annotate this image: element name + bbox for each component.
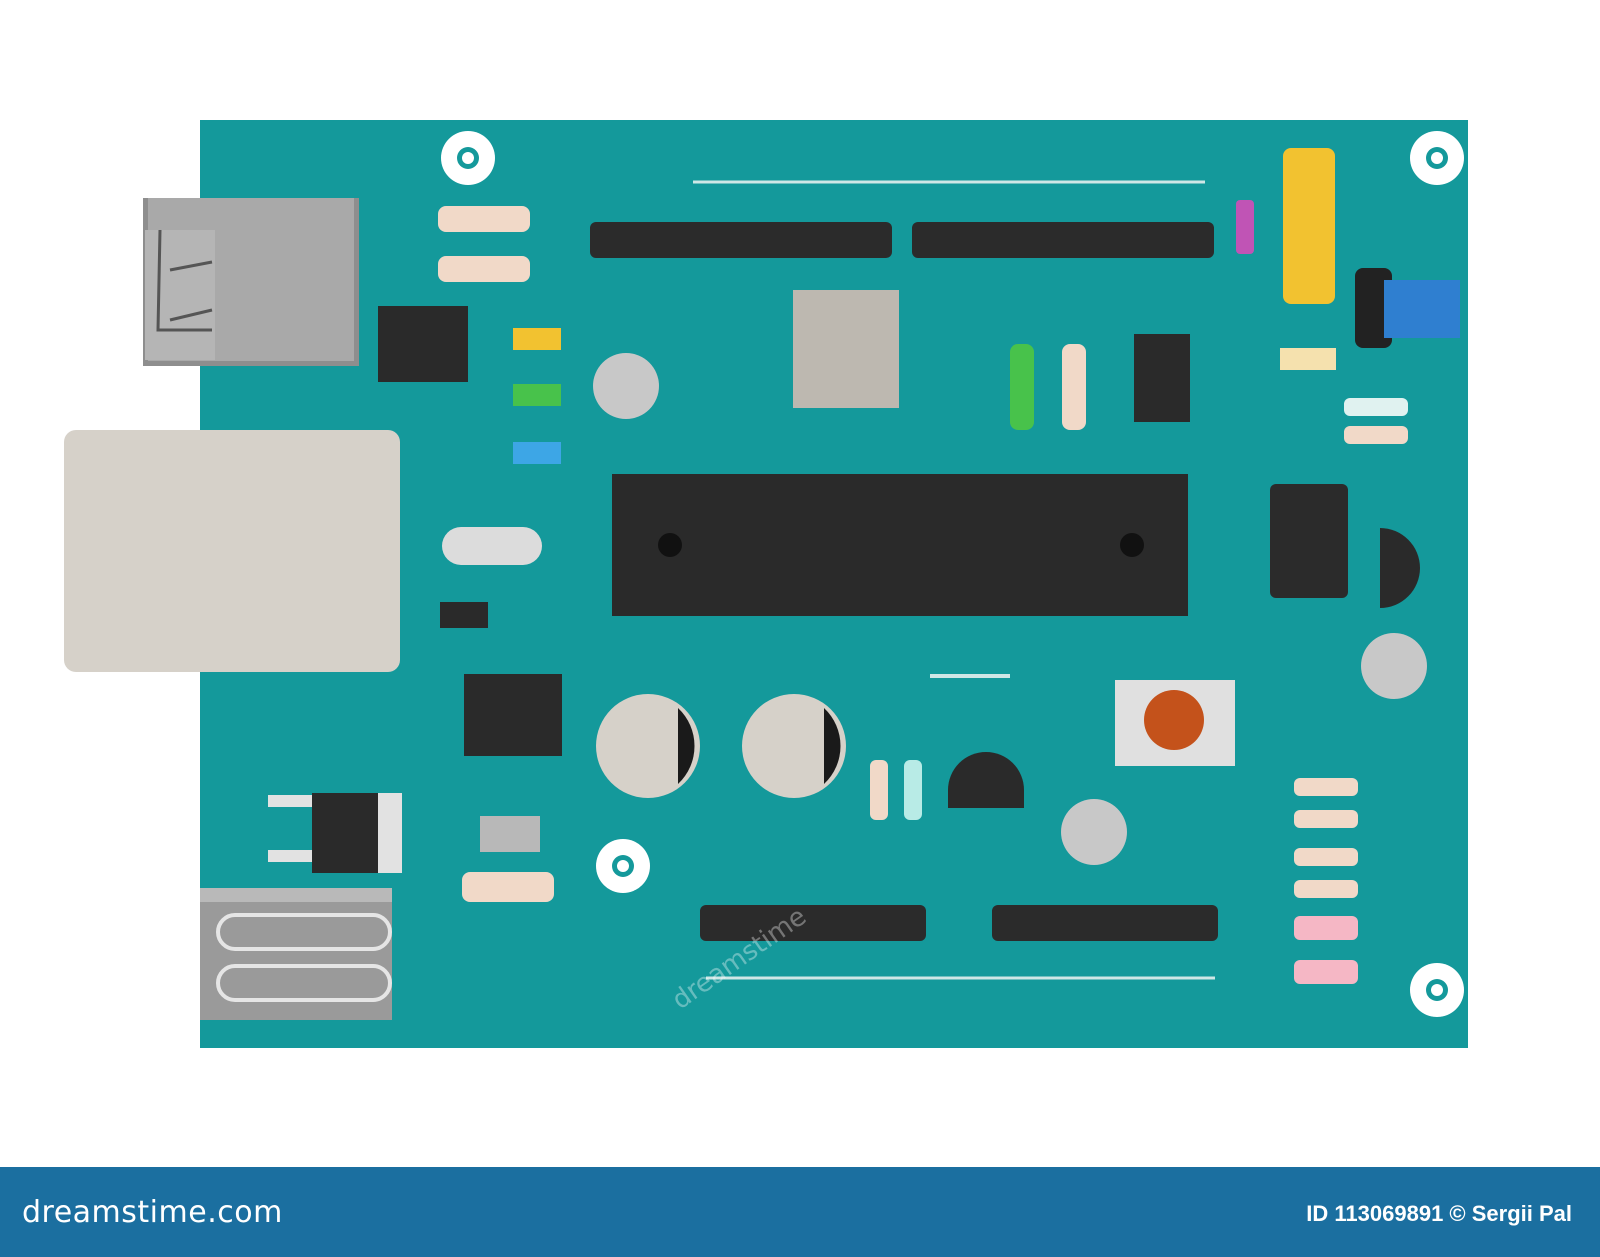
smd-chip-mid [464, 674, 562, 756]
jumper-block [1270, 484, 1348, 598]
smd-chip-left [378, 306, 468, 382]
resistor-icon [438, 206, 1408, 984]
ethernet-jack-icon [64, 430, 400, 672]
diode [480, 816, 540, 852]
reset-button-icon [1115, 680, 1235, 766]
smd-chip-small [440, 602, 488, 628]
image-credit: ID 113069891 © Sergii Pal [1306, 1201, 1572, 1226]
arduino-board-illustration: dreamstime [64, 120, 1468, 1048]
voltage-regulator [268, 793, 402, 873]
power-jack-icon [200, 888, 392, 1020]
led-orange [513, 328, 561, 350]
led-green [513, 384, 561, 406]
pin-header-bottom-right [992, 905, 1218, 941]
potentiometer-icon [1355, 268, 1392, 348]
led-blue [513, 442, 561, 464]
smd-chip-right [1134, 334, 1190, 422]
transistor-bottom [948, 752, 1024, 808]
icsp-header [1283, 148, 1335, 304]
led-tan [1280, 348, 1336, 370]
crystal-small [442, 527, 542, 565]
usb-connector-icon [143, 198, 359, 366]
pin-header-top-left [590, 222, 892, 258]
pin-header-top-right [912, 222, 1214, 258]
transistor-right [1380, 528, 1420, 608]
potentiometer-body [1384, 280, 1460, 338]
dip-chip-icon [612, 474, 1188, 616]
diode-pink [1236, 200, 1254, 254]
footer-bar: dreamstime.com ID 113069891 © Sergii Pal [0, 1167, 1600, 1257]
capacitor-icon [593, 353, 1427, 865]
crystal-icon [793, 290, 899, 408]
pin-header-bottom-left [700, 905, 926, 941]
dreamstime-logo: dreamstime.com [22, 1195, 283, 1230]
mounting-hole-icon [441, 131, 1464, 1017]
